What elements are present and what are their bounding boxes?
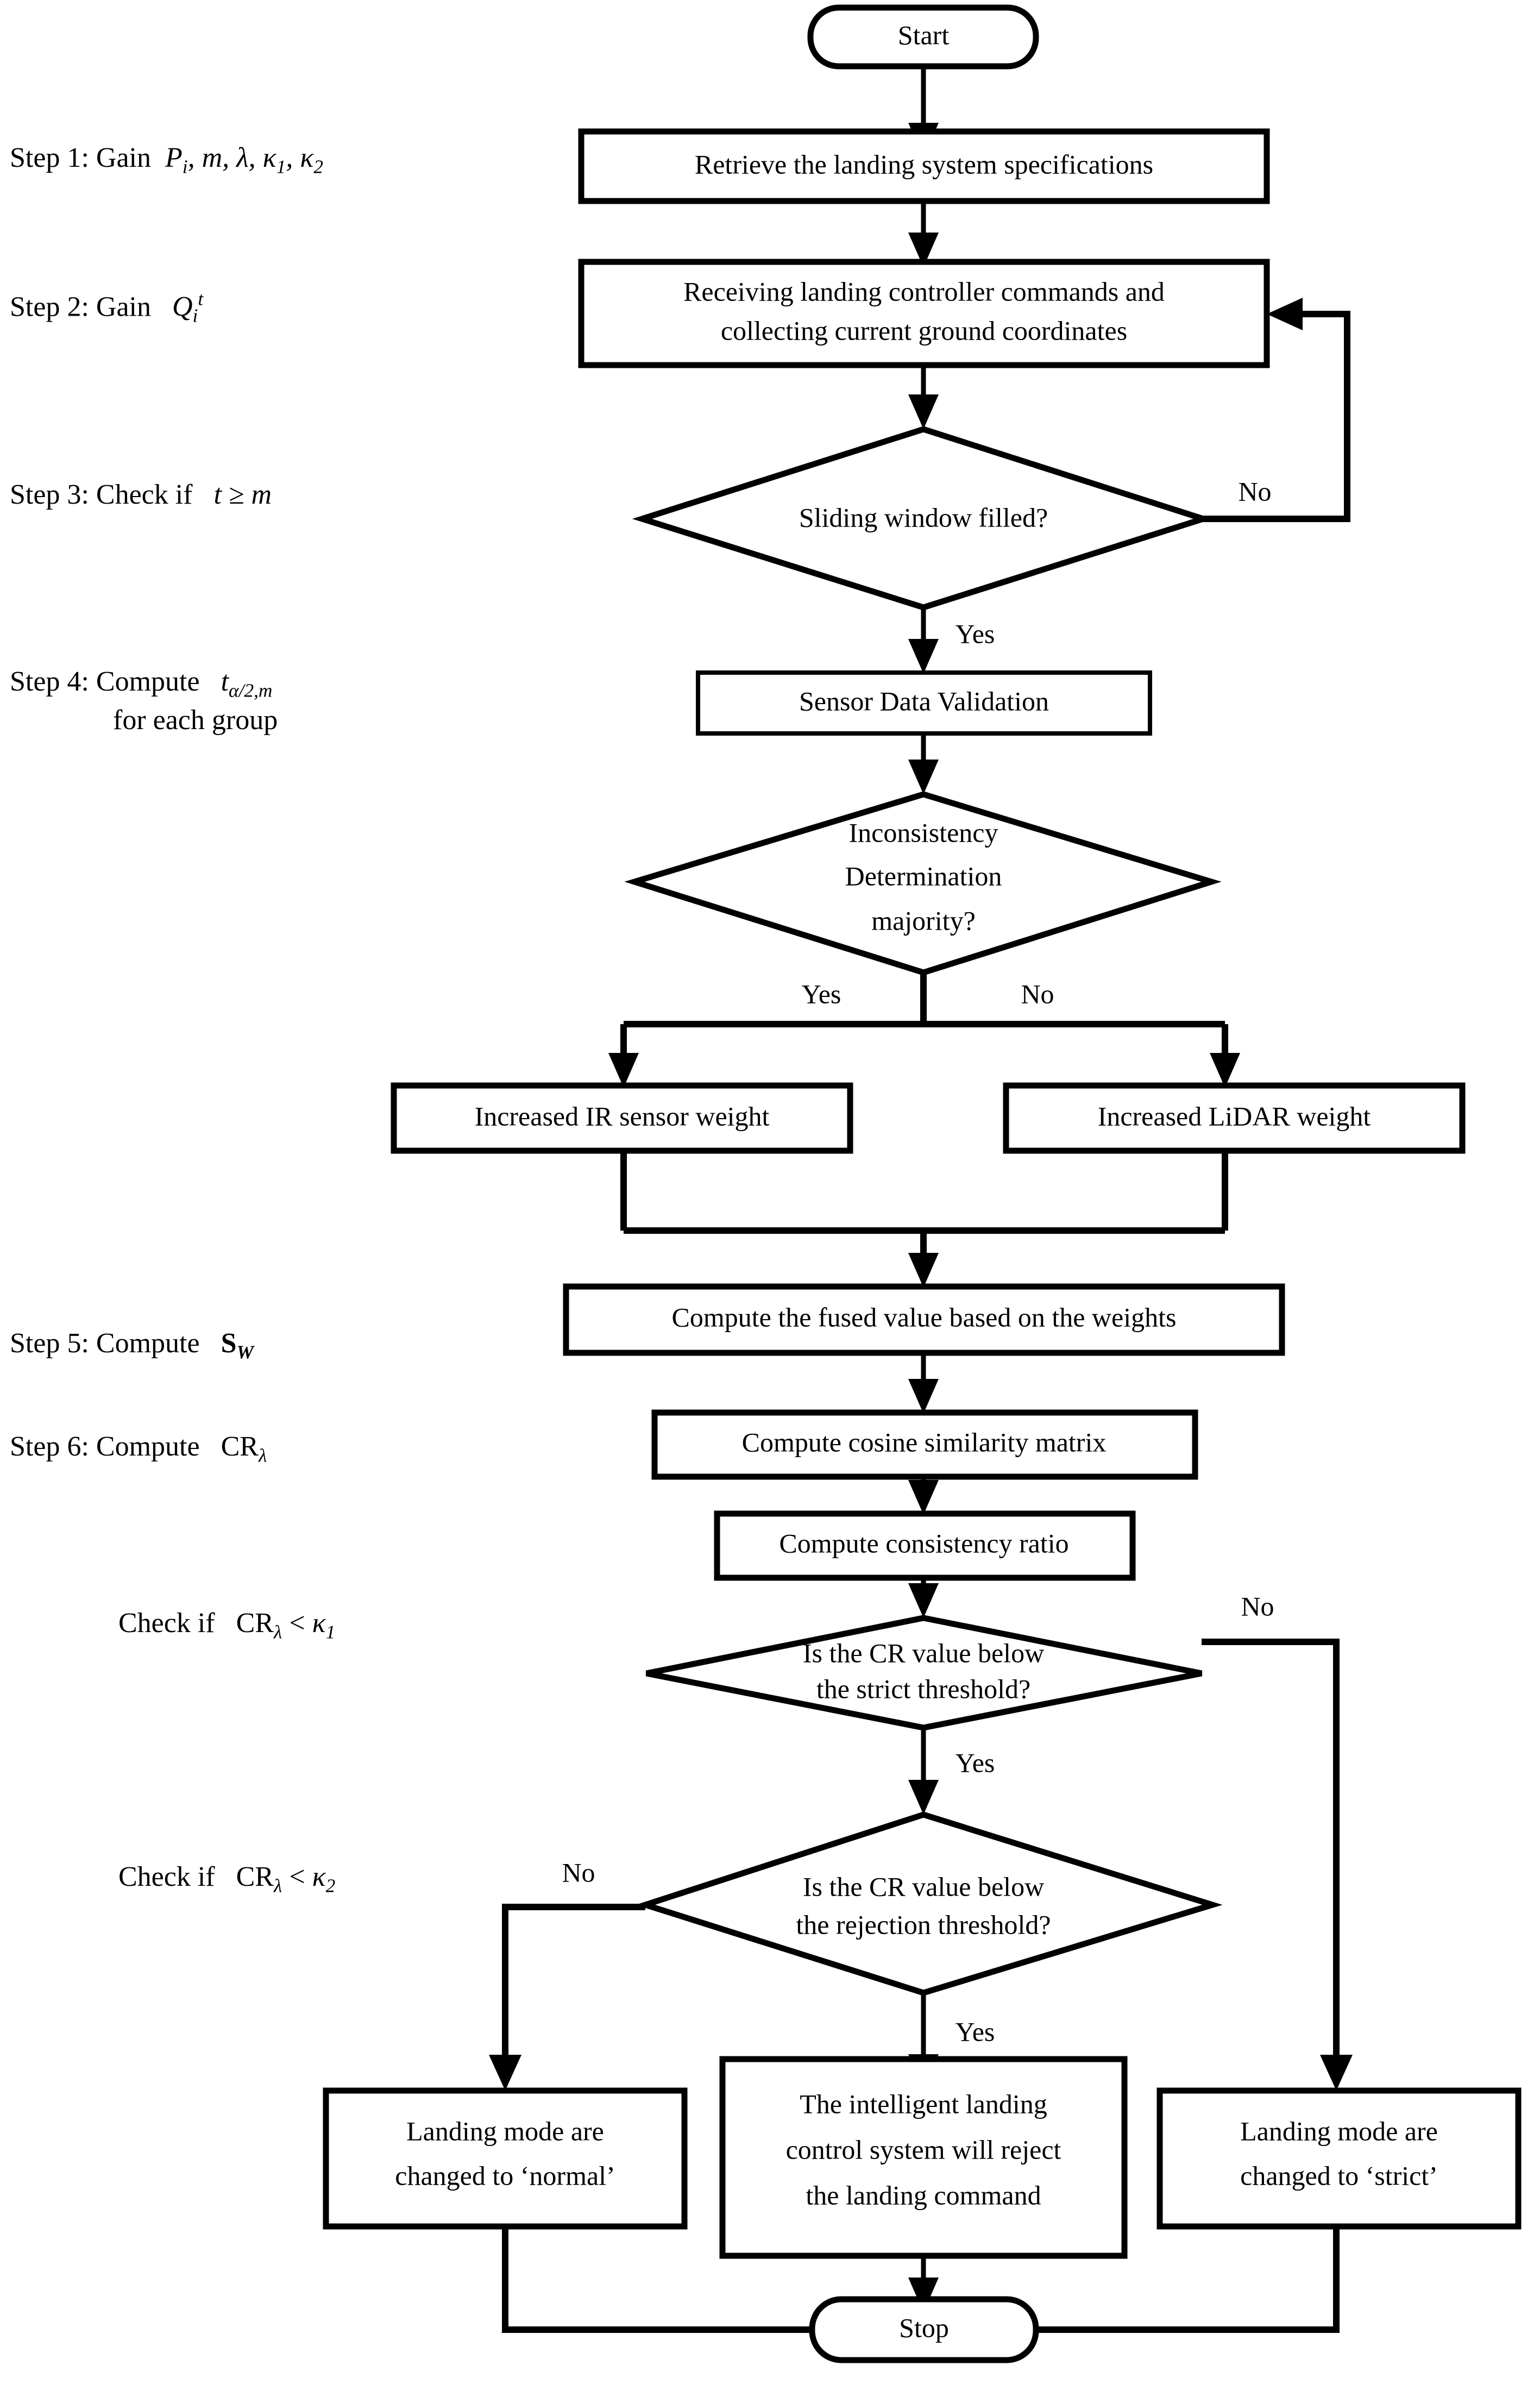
edge-label-window-no: No: [1238, 476, 1271, 506]
connector-retrieve-to-receiving: [908, 201, 939, 267]
node-retrieve-specs-label: Retrieve the landing system specificatio…: [695, 149, 1153, 179]
connector-inconsistency-split: [608, 973, 1240, 1088]
step-label-step3: Step 3: Check if t ≥ m: [10, 479, 272, 510]
connector-reject-no-to-normal-mode: [489, 1904, 645, 2091]
connector-reject-cmd-to-stop: [908, 2256, 939, 2312]
node-landing-mode-normal-line2: changed to ‘normal’: [395, 2160, 615, 2191]
step5-prefix: Step 5: Compute: [10, 1328, 200, 1359]
node-rejection-threshold-decision[interactable]: Is the CR value below the rejection thre…: [635, 1811, 1223, 1996]
check1-prefix: Check if: [118, 1608, 215, 1639]
edge-label-reject-no: No: [562, 1857, 595, 1887]
step6-prefix: Step 6: Compute: [10, 1431, 200, 1462]
node-reject-landing-command[interactable]: The intelligent landing control system w…: [719, 2056, 1128, 2259]
node-inconsistency-line2: Determination: [845, 861, 1002, 891]
node-inconsistency-line3: majority?: [871, 905, 976, 936]
step-label-step1: Step 1: Gain Pi, m, λ, κ1, κ2: [10, 142, 323, 178]
step3-prefix: Step 3: Check if: [10, 479, 193, 510]
node-rejection-threshold-line2: the rejection threshold?: [796, 1909, 1051, 1940]
node-retrieve-specs[interactable]: Retrieve the landing system specificatio…: [578, 128, 1270, 204]
edge-label-strict-yes: Yes: [956, 1747, 995, 1778]
node-start-label: Start: [898, 20, 950, 50]
edge-label-inconsistency-no: No: [1021, 978, 1054, 1009]
node-reject-landing-command-line3: the landing command: [806, 2180, 1041, 2210]
node-stop-label: Stop: [899, 2312, 949, 2343]
step1-prefix: Step 1: Gain: [10, 142, 151, 173]
connector-window-yes-to-validation: [908, 607, 939, 674]
node-landing-mode-normal[interactable]: Landing mode are changed to ‘normal’: [323, 2087, 688, 2230]
node-compute-consistency-ratio[interactable]: Compute consistency ratio: [714, 1510, 1136, 1581]
connector-validation-to-inconsistency: [908, 733, 939, 794]
step4-prefix: Step 4: Compute: [10, 666, 200, 697]
node-sensor-data-validation[interactable]: Sensor Data Validation: [696, 670, 1152, 736]
connector-fused-to-cosine: [908, 1353, 939, 1414]
node-landing-mode-normal-line1: Landing mode are: [406, 2116, 604, 2146]
node-reject-landing-command-line2: control system will reject: [786, 2134, 1061, 2165]
node-rejection-threshold-line1: Is the CR value below: [803, 1871, 1044, 1902]
step-label-step4: Step 4: Compute tα/2,m for each group: [10, 664, 278, 738]
connector-window-no-loop: [1203, 298, 1350, 522]
connector-strict-no-to-strict-mode: [1202, 1639, 1353, 2091]
node-receiving-commands[interactable]: Receiving landing controller commands an…: [578, 259, 1270, 368]
edge-label-inconsistency-yes: Yes: [802, 978, 841, 1009]
node-compute-fused-value[interactable]: Compute the fused value based on the wei…: [563, 1283, 1285, 1356]
node-sensor-data-validation-label: Sensor Data Validation: [799, 686, 1049, 716]
node-landing-mode-strict-line1: Landing mode are: [1240, 2116, 1438, 2146]
step4-second-line: for each group: [113, 704, 278, 736]
node-compute-consistency-ratio-label: Compute consistency ratio: [779, 1528, 1068, 1558]
edge-label-reject-yes: Yes: [956, 2016, 995, 2047]
step-label-step6: Step 6: Compute CRλ: [10, 1431, 267, 1466]
node-landing-mode-strict[interactable]: Landing mode are changed to ‘strict’: [1156, 2087, 1522, 2230]
node-stop[interactable]: Stop: [809, 2296, 1039, 2363]
node-sliding-window-label: Sliding window filled?: [799, 502, 1048, 532]
step-label-check2: Check if CRλ < κ2: [118, 1861, 336, 1897]
connector-strict-yes-to-reject-check: [908, 1728, 939, 1815]
node-strict-threshold-decision[interactable]: Is the CR value below the strict thresho…: [645, 1615, 1203, 1731]
step-label-step2: Step 2: Gain Qit: [10, 288, 204, 327]
node-strict-threshold-line2: the strict threshold?: [816, 1673, 1030, 1704]
node-reject-landing-command-line1: The intelligent landing: [800, 2088, 1047, 2119]
step2-prefix: Step 2: Gain: [10, 291, 151, 323]
step-label-step5: Step 5: Compute SW: [10, 1328, 254, 1363]
node-compute-cosine-similarity-label: Compute cosine similarity matrix: [742, 1427, 1107, 1457]
edge-label-strict-no: No: [1241, 1591, 1274, 1621]
node-inconsistency-line1: Inconsistency: [849, 817, 998, 848]
node-increased-lidar-weight-label: Increased LiDAR weight: [1098, 1101, 1371, 1131]
node-receiving-commands-line2: collecting current ground coordinates: [721, 315, 1127, 346]
connector-weights-merge-to-fused: [620, 1151, 1228, 1288]
node-increased-ir-weight-label: Increased IR sensor weight: [475, 1101, 770, 1131]
node-start[interactable]: Start: [807, 4, 1039, 70]
node-receiving-commands-line1: Receiving landing controller commands an…: [683, 276, 1165, 306]
node-landing-mode-strict-line2: changed to ‘strict’: [1240, 2160, 1438, 2191]
node-inconsistency-decision[interactable]: Inconsistency Determination majority?: [624, 791, 1222, 976]
check2-prefix: Check if: [118, 1861, 215, 1892]
node-compute-cosine-similarity[interactable]: Compute cosine similarity matrix: [651, 1409, 1198, 1480]
node-increased-lidar-weight[interactable]: Increased LiDAR weight: [1003, 1082, 1466, 1154]
edge-label-window-yes: Yes: [956, 618, 995, 649]
node-strict-threshold-line1: Is the CR value below: [803, 1638, 1044, 1668]
node-increased-ir-weight[interactable]: Increased IR sensor weight: [391, 1082, 853, 1154]
step-label-check1: Check if CRλ < κ1: [118, 1608, 336, 1643]
connector-receiving-to-window: [908, 365, 939, 429]
node-sliding-window-decision[interactable]: Sliding window filled?: [632, 426, 1214, 611]
node-compute-fused-value-label: Compute the fused value based on the wei…: [672, 1302, 1177, 1332]
